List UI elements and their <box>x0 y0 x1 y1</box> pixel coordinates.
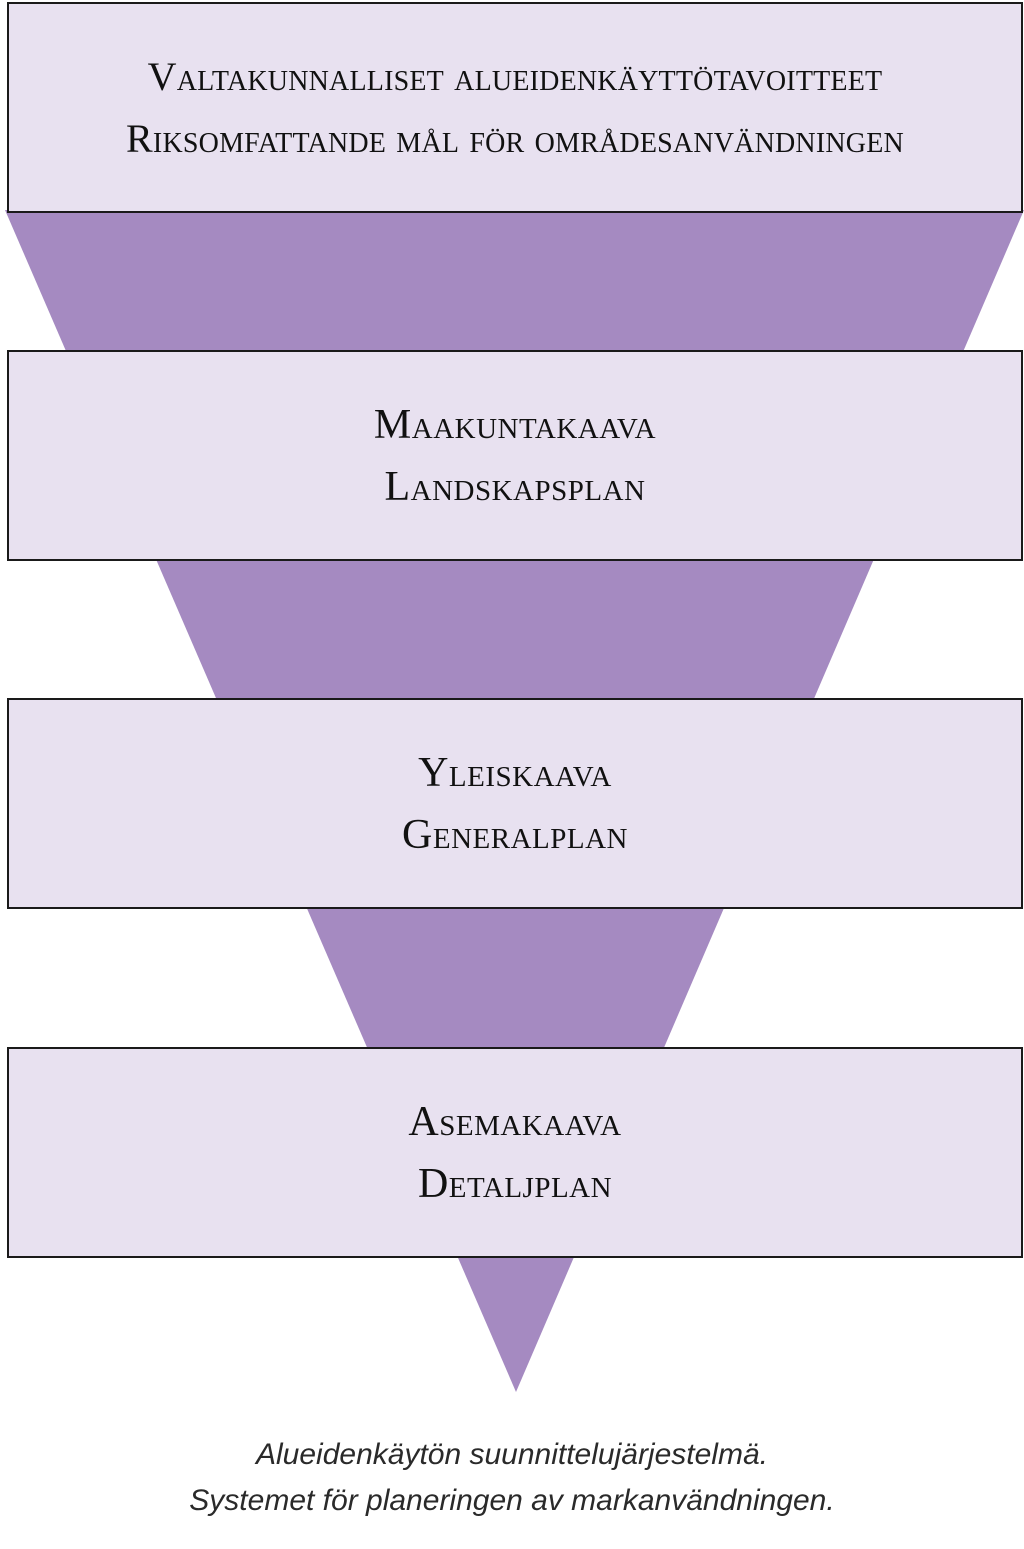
caption-line-sv: Systemet för planeringen av markanvändni… <box>189 1484 835 1517</box>
level-box-national-goals: Valtakunnalliset alueidenkäyttötavoittee… <box>7 2 1023 213</box>
level-box-detailed-plan: Asemakaava Detaljplan <box>7 1047 1023 1258</box>
level-box-regional-plan: Maakuntakaava Landskapsplan <box>7 350 1023 561</box>
level-label-sv: Riksomfattande mål för områdesanvändning… <box>126 115 904 161</box>
level-label-fi: Asemakaava <box>408 1098 622 1145</box>
level-label-sv: Generalplan <box>402 811 628 858</box>
caption-line-fi: Alueidenkäytön suunnittelujärjestelmä. <box>256 1438 768 1471</box>
level-label-sv: Landskapsplan <box>384 463 646 510</box>
level-label-fi: Valtakunnalliset alueidenkäyttötavoittee… <box>147 53 883 99</box>
level-box-general-plan: Yleiskaava Generalplan <box>7 698 1023 909</box>
diagram-caption: Alueidenkäytön suunnittelujärjestelmä. S… <box>0 1432 1024 1524</box>
level-label-fi: Maakuntakaava <box>373 401 657 448</box>
level-label-fi: Yleiskaava <box>418 749 612 796</box>
level-label-sv: Detaljplan <box>417 1160 613 1207</box>
